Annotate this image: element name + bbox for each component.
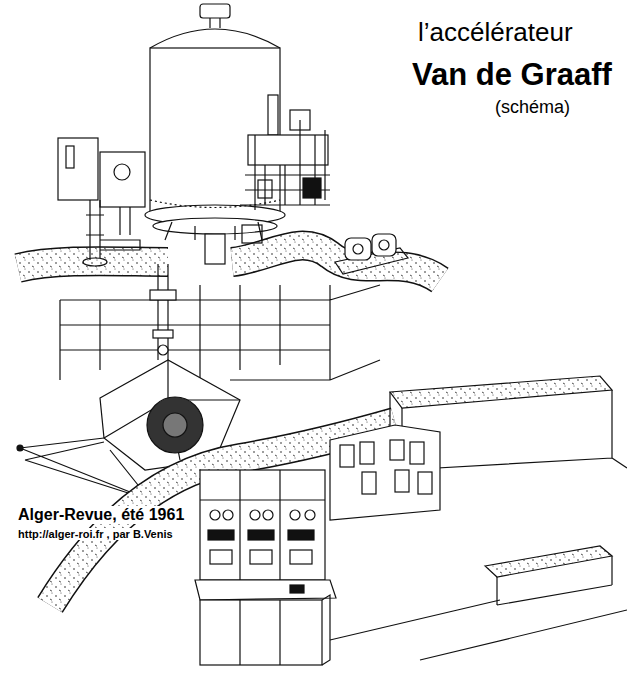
title-prefix: l’accélérateur [418, 18, 573, 47]
generator-tank [145, 4, 285, 264]
watermark: Alger-Revue, été 1961 [16, 506, 186, 524]
subtitle: (schéma) [495, 98, 570, 118]
beam-tube [150, 264, 176, 360]
watermark-url: http://alger-roi.fr , par B.Venis [16, 528, 175, 540]
motor-group [335, 234, 408, 274]
line-art [17, 4, 627, 665]
left-equipment [58, 138, 145, 266]
control-console [195, 470, 336, 665]
vacuum-rack [240, 95, 330, 210]
building-walls [60, 285, 380, 380]
shield-wall [330, 376, 627, 660]
electrical-cabinets [330, 425, 440, 520]
title-text: Van de Graaff [412, 58, 612, 92]
